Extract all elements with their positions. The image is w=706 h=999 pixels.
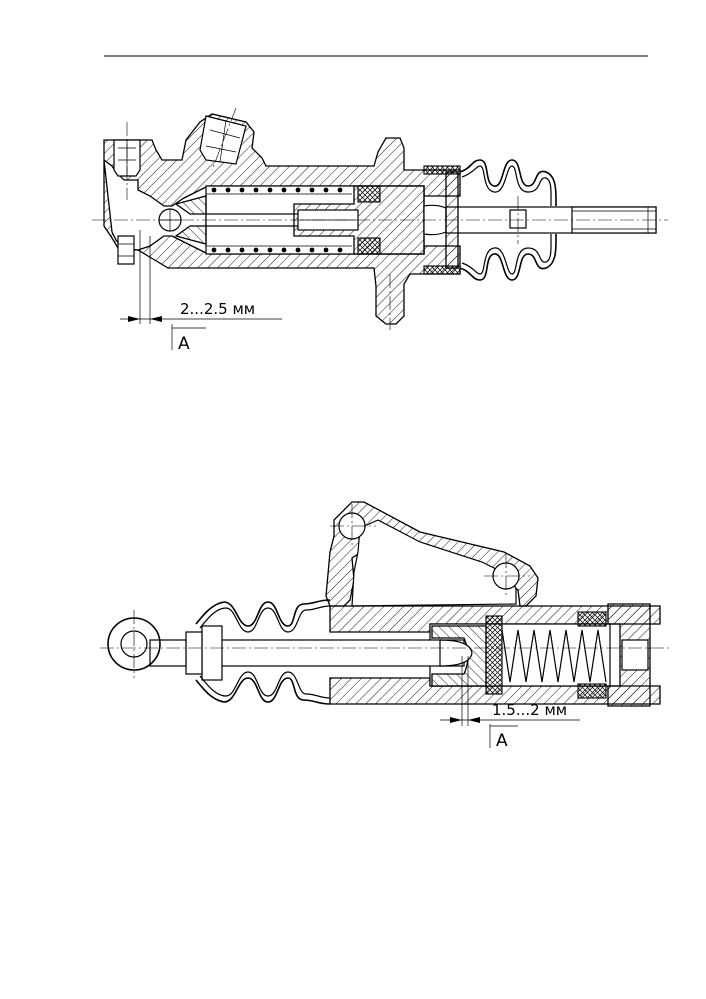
pushrod-nut <box>201 625 223 681</box>
section-label-1: A <box>178 334 190 354</box>
figure-1-master-cylinder: 2...2.5 мм A <box>92 107 668 354</box>
slave-piston <box>431 625 487 687</box>
rear-seal-lower <box>423 265 461 275</box>
rubber-boot <box>459 159 557 281</box>
rear-seal-upper <box>423 165 461 175</box>
end-fitting-port <box>621 639 649 671</box>
bracket-web <box>351 519 517 607</box>
piston-seal-upper <box>357 185 381 203</box>
housing-upper <box>103 113 461 207</box>
spring-seat <box>485 615 503 695</box>
slave-pushrod-ball <box>439 639 473 667</box>
bleed-screw <box>117 235 135 265</box>
slave-dim-arrow-left <box>450 717 462 723</box>
slave-spring <box>501 629 607 683</box>
slave-boot <box>195 599 331 705</box>
dimension-label-1: 2...2.5 мм <box>180 300 255 318</box>
dim-arrow-left <box>128 316 140 322</box>
spring-end-cap-lower <box>577 683 607 699</box>
clevis-shank <box>149 639 187 667</box>
dim-arrow-right <box>150 316 162 322</box>
figure-2-slave-cylinder: 1.5...2 мм A <box>100 501 670 751</box>
reservoir-centerline <box>211 107 237 171</box>
bleed-screw-lines <box>118 243 134 257</box>
dimension-label-2: 1.5...2 мм <box>492 701 567 719</box>
piston-seal-lower <box>357 237 381 255</box>
pushrod-nut-2 <box>185 631 203 675</box>
slave-dim-arrow-right <box>468 717 480 723</box>
section-leader-2 <box>489 724 518 748</box>
spring-end-cap <box>577 611 607 627</box>
slave-pushrod <box>219 639 465 667</box>
section-leader-1 <box>171 324 206 350</box>
section-label-2: A <box>496 731 508 751</box>
return-spring <box>206 187 352 253</box>
